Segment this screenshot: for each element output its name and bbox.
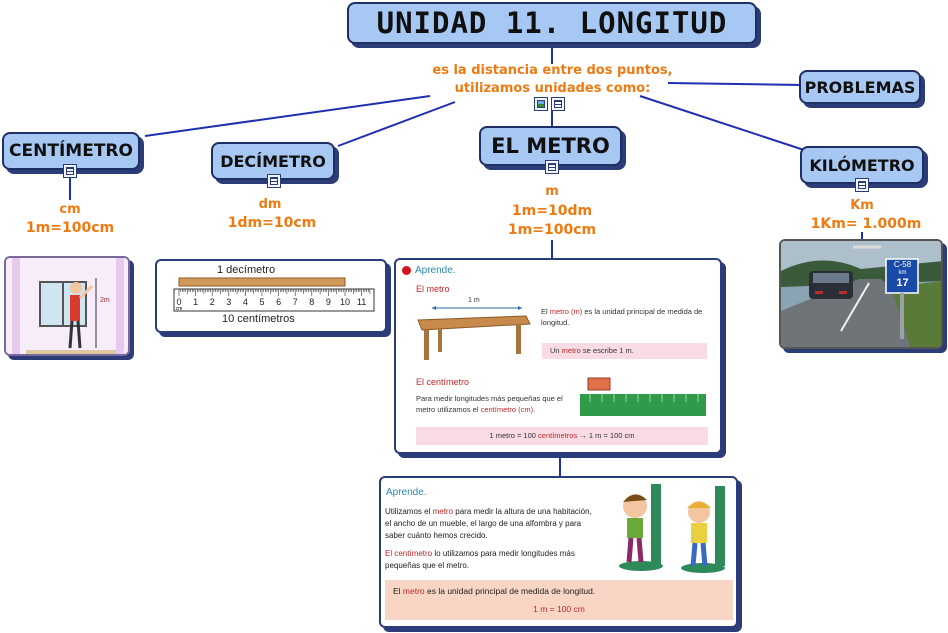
unit-symbol-km: Km [850, 198, 874, 213]
node-kilometro[interactable]: KILÓMETRO [800, 146, 924, 184]
card-aprende[interactable]: Aprende. Utilizamos el metro para medir … [379, 476, 738, 628]
aprende-paragraph-1: Utilizamos el metro para medir la altura… [385, 507, 592, 540]
road-sign-km-label: km [898, 270, 907, 276]
ruler-diagram: 0 1 2 3 4 5 6 7 8 9 10 11 cm [173, 277, 375, 312]
ruler-tick-label: 11 [357, 297, 366, 307]
node-el-metro[interactable]: EL METRO [479, 126, 622, 166]
table-image [417, 306, 531, 360]
ruler-tick-label: 8 [309, 297, 314, 307]
aprende-label-2: Aprende. [386, 487, 427, 498]
decimetro-ruler-card[interactable]: 0 1 2 3 4 5 6 7 8 9 10 11 cm 1 decímetro 10 centímet… [155, 259, 387, 333]
document-icon-centimetro[interactable] [63, 164, 77, 178]
svg-text:2m: 2m [100, 297, 110, 304]
document-icon-kilometro[interactable] [855, 178, 869, 192]
aprende-label: Aprende. [415, 265, 456, 276]
road-sign-code: C-58 [893, 260, 912, 269]
metro-description: El metro (m) es la unidad principal de m… [541, 307, 703, 327]
centimetro-description: Para medir longitudes más pequeñas que e… [416, 394, 563, 414]
definition-line-1: es la distancia entre dos puntos, [432, 63, 673, 78]
ruler-tick-label: 1 [193, 297, 198, 307]
unit-symbol-m: m [545, 184, 559, 199]
card-el-metro[interactable]: Aprende. El metro 1 m El metro (m) es la… [394, 258, 722, 454]
ruler-tick-label: 7 [293, 297, 298, 307]
ruler-tick-label: 9 [326, 297, 331, 307]
summary-equation: 1 m = 100 cm [533, 604, 585, 614]
unit-symbol-cm: cm [59, 202, 81, 217]
green-ruler-image [580, 377, 706, 416]
equivalence-box: 1 metro = 100 centímetros → 1 m = 100 cm [416, 427, 708, 445]
node-decimetro[interactable]: DECÍMETRO [211, 142, 335, 180]
aprende-summary-box: El metro es la unidad principal de medid… [385, 580, 733, 620]
centimetro-illustration[interactable]: 2m [4, 256, 130, 356]
metro-note-box: Un metro se escribe 1 m. [542, 343, 707, 359]
unit-equiv-m-2: 1m=100cm [507, 222, 597, 238]
ruler-tick-label: 0 [176, 297, 181, 307]
document-icon-decimetro[interactable] [267, 174, 281, 188]
document-icon-metro[interactable] [545, 160, 559, 174]
ruler-tick-label: 3 [226, 297, 231, 307]
unit-equiv-km: 1Km= 1.000m [810, 216, 922, 232]
aprende-paragraph-2: El centímetro lo utilizamos para medir l… [385, 549, 575, 570]
unit-equiv-cm: 1m=100cm [25, 220, 115, 236]
kilometro-road-photo[interactable]: C-58 km 17 [779, 239, 943, 349]
ruler-top-label: 1 decímetro [217, 264, 276, 276]
unit-equiv-m-1: 1m=10dm [511, 203, 593, 219]
ruler-tick-label: 10 [340, 297, 350, 307]
document-icon[interactable] [551, 97, 565, 111]
ruler-tick-label: 6 [276, 297, 281, 307]
unit-symbol-dm: dm [258, 197, 282, 212]
ruler-tick-label: 2 [210, 297, 215, 307]
el-centimetro-heading: El centímetro [416, 377, 470, 387]
definition-line-2: utilizamos unidades como: [454, 81, 651, 96]
ruler-tick-label: 5 [259, 297, 264, 307]
highway-image [781, 241, 941, 347]
children-height-measuring-image [619, 484, 725, 573]
ruler-bottom-label: 10 centímetros [222, 313, 295, 325]
measure-label: 1 m [468, 297, 480, 304]
summary-sentence: El metro es la unidad principal de medid… [393, 586, 596, 596]
road-sign-km-value: 17 [896, 277, 909, 289]
ruler-unit-label: cm [176, 306, 183, 312]
node-problemas[interactable]: PROBLEMAS [799, 70, 921, 104]
ruler-tick-label: 4 [243, 297, 248, 307]
unit-equiv-dm: 1dm=10cm [227, 215, 317, 231]
page-title: UNIDAD 11. LONGITUD [347, 2, 757, 44]
bullet-icon [402, 266, 411, 275]
image-icon[interactable] [534, 97, 548, 111]
el-metro-heading: El metro [416, 284, 450, 294]
child-measuring-window-image: 2m [6, 258, 128, 354]
